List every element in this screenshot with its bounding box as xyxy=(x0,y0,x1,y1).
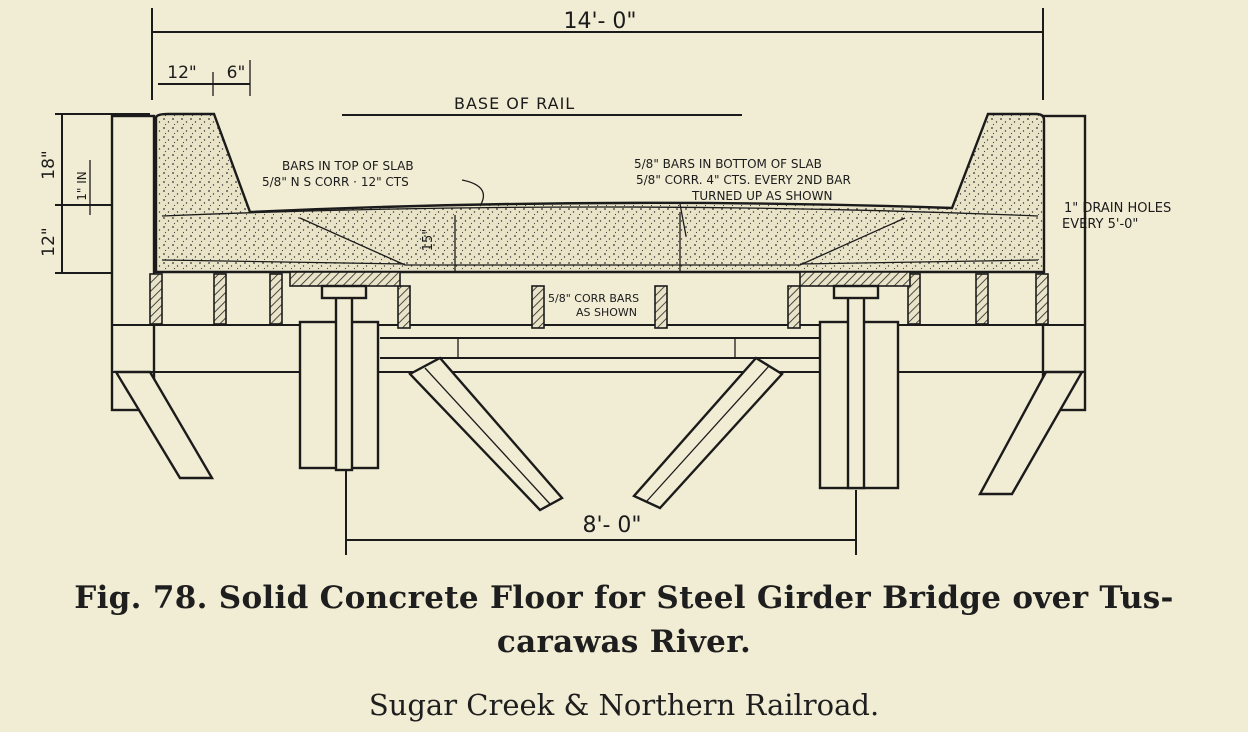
bottom-bars-line3: TURNED UP AS SHOWN xyxy=(691,189,832,203)
overall-width-dimension: 14'- 0" xyxy=(151,8,1044,100)
base-of-rail-line: BASE OF RAIL xyxy=(342,94,742,116)
corr-bars-note: 5/8" CORR BARS AS SHOWN xyxy=(548,292,639,319)
top-bars-line1: BARS IN TOP OF SLAB xyxy=(282,159,414,173)
figure-caption-subtitle: Sugar Creek & Northern Railroad. xyxy=(368,688,880,722)
concrete-slab xyxy=(154,112,1046,274)
top-bars-line2: 5/8" N S CORR · 12" CTS xyxy=(262,175,409,189)
slab-depth-label: 12" xyxy=(39,227,59,256)
slab-center-depth-label: 15" xyxy=(421,229,436,252)
bottom-bars-line1: 5/8" BARS IN BOTTOM OF SLAB xyxy=(634,157,822,171)
drain-line2: EVERY 5'-0" xyxy=(1062,217,1138,232)
left-main-girder xyxy=(298,284,380,472)
drain-line1: 1" DRAIN HOLES xyxy=(1064,201,1171,216)
bottom-bars-line2: 5/8" CORR. 4" CTS. EVERY 2ND BAR xyxy=(636,173,851,187)
floor-beam-lines xyxy=(112,324,1085,373)
top-bars-note: BARS IN TOP OF SLAB 5/8" N S CORR · 12" … xyxy=(262,159,485,207)
girder-spacing-dimension: 8'- 0" xyxy=(345,470,857,555)
overall-width-label: 14'- 0" xyxy=(563,9,636,34)
diagonal-bracing xyxy=(408,356,784,512)
curb-width-dimension: 12" 6" xyxy=(158,60,251,96)
girder-bearing-plates xyxy=(289,271,911,287)
figure-caption-line1: Fig. 78. Solid Concrete Floor for Steel … xyxy=(74,580,1174,616)
base-of-rail-label: BASE OF RAIL xyxy=(454,94,575,113)
girder-spacing-label: 8'- 0" xyxy=(582,513,641,538)
curb-height-label: 18" xyxy=(39,150,59,179)
crown-label: 1" IN xyxy=(75,171,89,200)
corr-bars-line2: AS SHOWN xyxy=(576,306,637,319)
drain-holes-note: 1" DRAIN HOLES EVERY 5'-0" xyxy=(1062,201,1171,232)
bottom-bars-note: 5/8" BARS IN BOTTOM OF SLAB 5/8" CORR. 4… xyxy=(634,157,851,237)
left-outer-frame xyxy=(110,114,215,480)
reinforcing-bars: 15" xyxy=(161,206,1039,272)
right-main-girder xyxy=(818,284,900,490)
curb-width-label: 12" xyxy=(167,63,196,83)
corr-bars-line1: 5/8" CORR BARS xyxy=(548,292,639,305)
curb-batter-label: 6" xyxy=(227,63,246,83)
timber-stringers xyxy=(149,273,1049,329)
figure-caption-line2: carawas River. xyxy=(496,624,752,660)
